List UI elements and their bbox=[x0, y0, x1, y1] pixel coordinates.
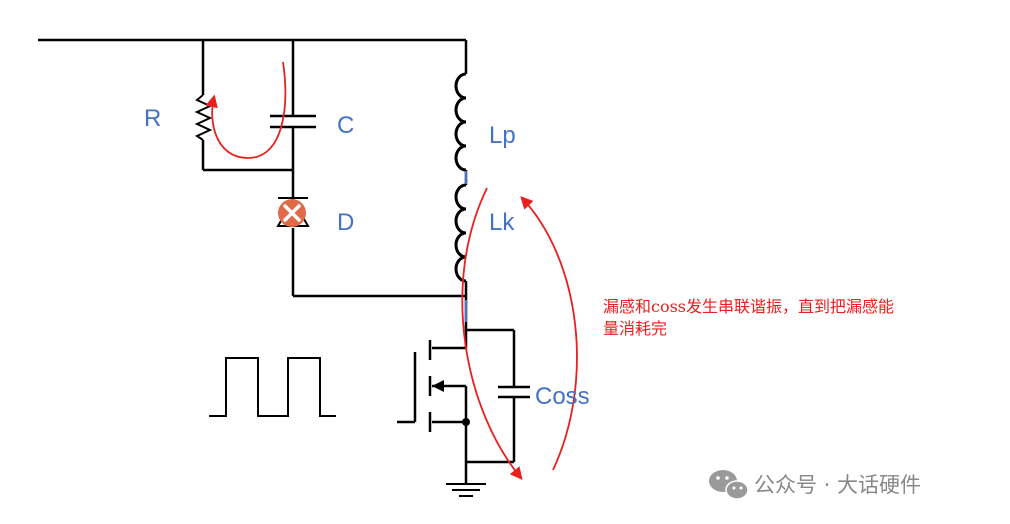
label-coss: Coss bbox=[535, 383, 590, 410]
capacitor-coss bbox=[498, 385, 530, 399]
pwm-square-wave bbox=[209, 357, 336, 417]
resonance-arrow-up bbox=[520, 196, 578, 471]
wires bbox=[38, 38, 516, 484]
loop-arrow-rc bbox=[205, 61, 287, 159]
junction-dot bbox=[462, 418, 470, 426]
inductor-lp bbox=[454, 72, 467, 172]
label-lk: Lk bbox=[489, 209, 515, 236]
mosfet-body-arrow bbox=[432, 380, 444, 392]
annotation-line-1: 漏感和coss发生串联谐振，直到把漏感能 bbox=[603, 297, 894, 316]
fault-mark-icon bbox=[278, 199, 306, 227]
label-r: R bbox=[144, 105, 161, 132]
resonance-arrow-down bbox=[461, 187, 523, 480]
inductor-lk bbox=[454, 183, 467, 283]
label-lp: Lp bbox=[489, 122, 516, 149]
resistor-r bbox=[194, 94, 213, 141]
annotation-line-2: 量消耗完 bbox=[603, 319, 667, 338]
label-d: D bbox=[337, 209, 354, 236]
mosfet bbox=[397, 340, 432, 432]
capacitor-c bbox=[270, 114, 316, 129]
label-c: C bbox=[337, 112, 354, 139]
watermark-text: 公众号 · 大话硬件 bbox=[754, 473, 921, 497]
wechat-icon bbox=[709, 470, 749, 500]
ground-symbol bbox=[446, 483, 486, 497]
